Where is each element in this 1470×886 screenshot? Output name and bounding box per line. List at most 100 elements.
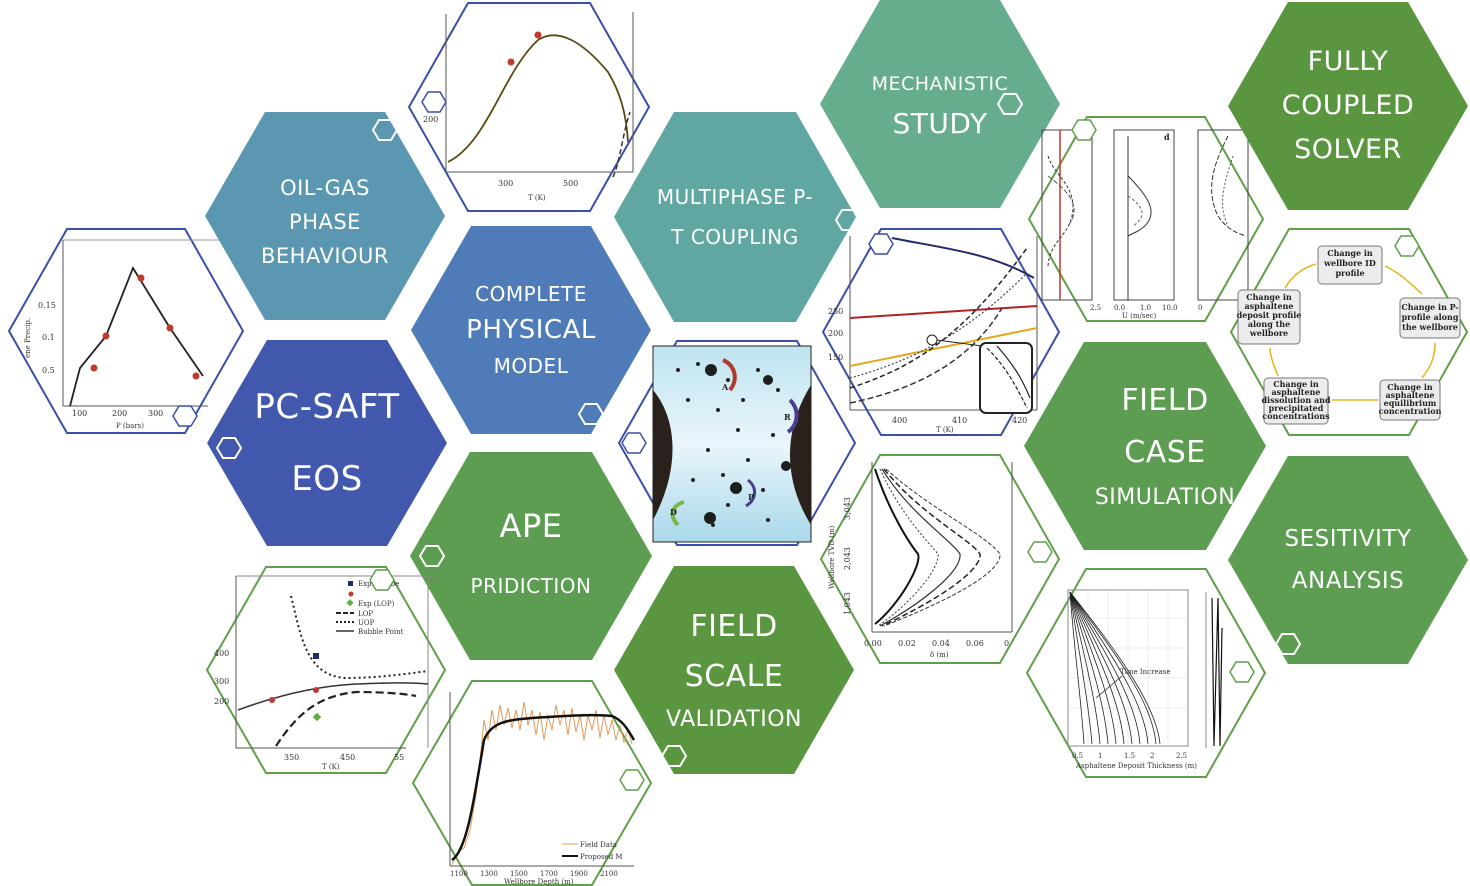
thickness-annotation: Time Increase — [1120, 668, 1171, 676]
field-xtick-6: 2100 — [600, 870, 618, 878]
mechanistic-line-2: STUDY — [892, 107, 988, 140]
cycle-box-1-line-3: profile — [1335, 268, 1364, 278]
mech-xtick-5: 0 — [1198, 304, 1202, 312]
cycle-box-4-line-2: asphaltene — [1271, 387, 1320, 397]
cycle-box-4-line-5: concentrations — [1262, 411, 1330, 421]
deposit-ytick-3: 1,043 — [843, 592, 852, 615]
coupling-xlabel: T (K) — [936, 426, 954, 434]
mechanism-label-a: A — [721, 382, 729, 392]
deposit-xlabel: δ (m) — [930, 651, 949, 659]
cycle-box-5-line-1: Change in — [1246, 292, 1292, 302]
solver-line-1: FULLY — [1307, 46, 1389, 77]
thickness-xtick-4: 2 — [1150, 752, 1154, 760]
pc-saft-line-2: EOS — [291, 459, 363, 499]
field-xtick-2: 1300 — [480, 870, 498, 878]
hex-multiphase-pt-coupling: MULTIPHASE P- T COUPLING — [614, 112, 862, 322]
cycle-box-2-line-1: Change in P- — [1401, 302, 1458, 312]
thickness-xtick-5: 2.5 — [1176, 752, 1187, 760]
deposit-xtick-5: 0 — [1004, 639, 1009, 648]
hex-marker-icon — [1071, 119, 1097, 141]
complete-line-3: MODEL — [493, 354, 569, 378]
cycle-box-4-line-1: Change in — [1273, 379, 1319, 389]
field-case-line-3: SIMULATION — [1094, 485, 1236, 510]
mech-xlabel: U (m/sec) — [1122, 312, 1157, 320]
hex-mechanism-image: A R D P — [617, 340, 857, 546]
hex-phase-envelope: Exp (Bubbe Exp (LOP) LOP UOP Bubble Poin… — [205, 566, 447, 774]
hex-cycle-diagram: Change in wellbore ID profile Change in … — [1229, 228, 1469, 436]
mechanism-label-p: P — [748, 492, 754, 502]
phase-ytick-3: 400 — [214, 649, 229, 658]
sensitivity-line-1: SESITIVITY — [1284, 526, 1412, 552]
pressure-xtick-1: 100 — [72, 409, 87, 418]
complete-line-1: COMPLETE — [475, 282, 587, 306]
hex-pressure-plot: 0.15 0.1 0.5 100 200 300 P (bars) ene Pr… — [7, 228, 245, 434]
coupling-ytick-1: 250 — [828, 307, 843, 316]
deposit-ytick-2: 2,043 — [843, 547, 852, 570]
cycle-box-2-line-2: profile along — [1402, 312, 1459, 322]
temperature-ytick: 200 — [423, 115, 438, 124]
coupling-xtick-3: 420 — [1012, 416, 1027, 425]
hex-marker-icon — [619, 769, 645, 791]
hex-temperature-plot: 200 300 500 T (K) — [407, 2, 651, 212]
hex-marker-icon — [371, 119, 399, 141]
phase-xtick-1: 350 — [284, 753, 299, 762]
hex-marker-icon — [834, 209, 862, 231]
hex-marker-icon — [421, 91, 447, 113]
multiphase-line-1: MULTIPHASE P- — [656, 185, 814, 209]
hex-marker-icon — [1274, 633, 1302, 655]
hex-marker-icon — [660, 745, 688, 767]
phase-xtick-2: 450 — [340, 753, 355, 762]
hex-field-scale-validation: FIELD SCALE VALIDATION — [614, 566, 854, 774]
deposit-xtick-3: 0.04 — [932, 639, 950, 648]
hex-complete-physical-model: COMPLETE PHYSICAL MODEL — [411, 226, 651, 434]
coupling-ytick-2: 200 — [828, 329, 843, 338]
oil-gas-line-3: BEHAVIOUR — [260, 244, 390, 268]
oil-gas-line-2: PHASE — [289, 210, 361, 234]
phase-legend-5: Bubble Point — [358, 628, 404, 636]
phase-legend-4: UOP — [358, 619, 375, 627]
solver-line-2: COUPLED — [1281, 90, 1415, 121]
hex-field-data-plot: Field Data Proposed M 1100 1300 1500 170… — [411, 680, 653, 886]
coupling-ytick-3: 150 — [828, 353, 843, 362]
hex-mechanistic-study: MECHANISTIC STUDY — [820, 0, 1060, 208]
hex-marker-icon — [621, 432, 647, 454]
field-xlabel: Wellbore Depth (m) — [504, 878, 574, 886]
phase-legend-2: Exp (LOP) — [358, 600, 395, 608]
coupling-xtick-2: 410 — [952, 416, 967, 425]
cycle-box-2-line-3: the wellbore — [1402, 322, 1458, 332]
hex-mechanistic-panels: d 2.5 0.0 1.0 10.0 0 U (m/sec) — [1027, 116, 1265, 322]
field-xtick-3: 1500 — [510, 870, 528, 878]
deposit-xtick-4: 0.06 — [966, 639, 984, 648]
phase-ytick-1: 300 — [214, 677, 229, 686]
complete-line-2: PHYSICAL — [466, 315, 596, 345]
cycle-box-5-line-3: deposit profile — [1237, 310, 1302, 320]
hex-marker-icon — [215, 437, 243, 459]
pressure-ytick-3: 0.5 — [42, 366, 55, 375]
field-case-line-2: CASE — [1124, 435, 1206, 470]
mechanism-label-r: R — [784, 412, 791, 422]
pressure-xlabel: P (bars) — [116, 422, 144, 430]
pc-saft-line-1: PC-SAFT — [254, 387, 400, 427]
temperature-xtick-1: 300 — [498, 179, 513, 188]
phase-legend-3: LOP — [358, 610, 373, 618]
hex-pc-saft-eos: PC-SAFT EOS — [207, 340, 447, 546]
temperature-xtick-2: 500 — [563, 179, 578, 188]
mech-xtick-3: 1.0 — [1140, 304, 1151, 312]
hex-coupling-plot: 250 200 150 400 410 420 T (K) — [821, 228, 1061, 436]
thickness-xtick-3: 1.5 — [1124, 752, 1135, 760]
hex-thickness-plot: Time Increase 0.5 1 1.5 2 2.5 Asphaltene… — [1025, 568, 1267, 778]
mech-xtick-2: 0.0 — [1114, 304, 1125, 312]
pressure-ytick-2: 0.1 — [42, 333, 55, 342]
field-xtick-5: 1900 — [570, 870, 588, 878]
field-case-line-1: FIELD — [1121, 383, 1209, 418]
hex-marker-icon — [418, 545, 446, 567]
hex-field-case-simulation: FIELD CASE SIMULATION — [1024, 342, 1266, 550]
field-legend-1: Field Data — [580, 841, 617, 849]
cycle-box-3-line-4: concentration — [1379, 406, 1442, 416]
field-legend-2: Proposed M — [580, 853, 623, 861]
mechanistic-line-1: MECHANISTIC — [871, 73, 1009, 95]
mech-xtick-1: 2.5 — [1090, 304, 1101, 312]
ape-line-1: APE — [499, 507, 563, 545]
hex-sensitivity-analysis: SESITIVITY ANALYSIS — [1228, 456, 1468, 664]
